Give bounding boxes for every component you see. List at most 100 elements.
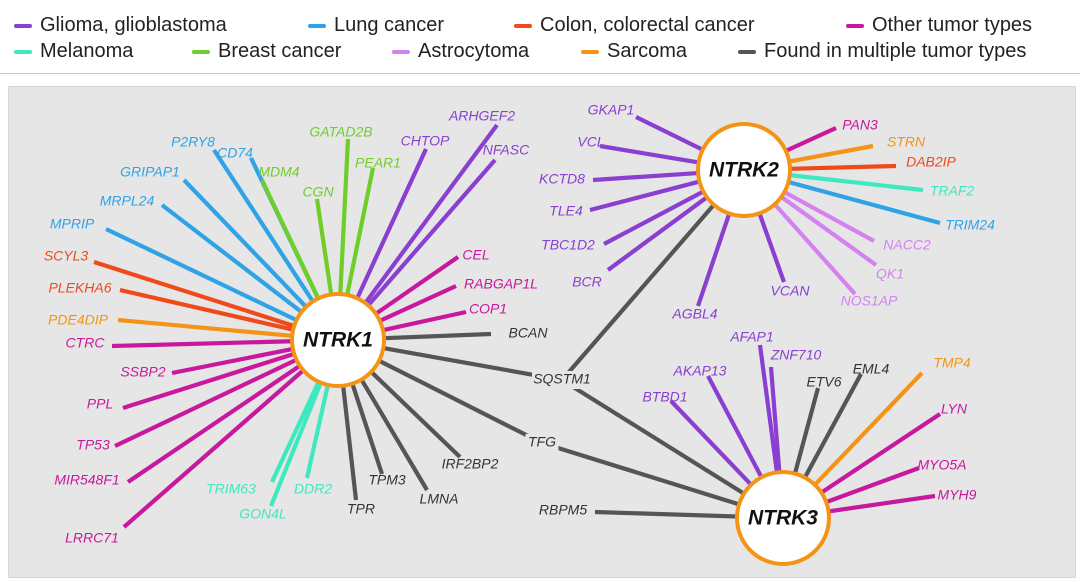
partner-label-mdm4: MDM4 (258, 164, 299, 180)
legend-label: Lung cancer (334, 14, 445, 36)
legend-swatch (392, 49, 410, 54)
edge-ntrk1-trim63 (270, 380, 321, 483)
partner-label-tmp4: TMP4 (933, 355, 971, 371)
legend-item-sarcoma: Sarcoma (581, 40, 687, 63)
legend-swatch (514, 23, 532, 28)
partner-label-pan3: PAN3 (842, 117, 878, 133)
edge-ntrk3-afap1 (757, 344, 780, 473)
edge-ntrk2-bcr (606, 195, 709, 272)
legend: Glioma, glioblastoma Lung cancer Colon, co… (0, 0, 1080, 74)
edge-ntrk2-nos1ap (773, 202, 857, 296)
legend-swatch (192, 49, 210, 54)
edge-ntrk3-myh9 (828, 493, 936, 514)
legend-label: Glioma, glioblastoma (40, 14, 227, 36)
partner-label-afap1: AFAP1 (729, 329, 773, 345)
edge-ntrk2-kctd8 (592, 170, 699, 183)
partner-label-gkap1: GKAP1 (588, 102, 635, 118)
partner-label-qk1: QK1 (876, 266, 904, 282)
hub-label-ntrk1: NTRK1 (303, 329, 373, 352)
edge-ntrk1-ppl (122, 351, 295, 411)
partner-label-lyn: LYN (941, 401, 968, 417)
partner-label-ppl: PPL (87, 396, 113, 412)
legend-label: Other tumor types (872, 14, 1033, 36)
partner-label-irf2bp2: IRF2BP2 (442, 456, 499, 472)
partner-label-scyl3: SCYL3 (44, 248, 89, 264)
partner-label-kctd8: KCTD8 (539, 171, 585, 187)
edge-ntrk1-mrpl24 (160, 203, 303, 314)
edge-ntrk1-arhgef2 (363, 123, 499, 305)
edge-ntrk1-plekha6 (119, 287, 294, 332)
hub-node-ntrk1 (290, 292, 386, 388)
partner-label-znf710: ZNF710 (770, 347, 822, 363)
edge-ntrk3-btbd1 (669, 399, 753, 487)
edge-ntrk3-akap13 (706, 375, 764, 479)
legend-swatch (738, 49, 756, 54)
edge-ntrk1-ssbp2 (171, 346, 294, 376)
edge-ntrk1-tpr (341, 385, 359, 501)
edge-ntrk3-myo5a (825, 466, 920, 505)
partner-label-p2ry8: P2RY8 (171, 134, 215, 150)
shared-partner-label-tfg: TFG (528, 434, 556, 450)
edge-ntrk1-lmna (359, 378, 429, 492)
edge-ntrk2-traf2 (789, 173, 924, 193)
legend-swatch (14, 23, 32, 28)
hub-node-ntrk3 (735, 470, 831, 566)
edge-ntrk1-rabgap1l (378, 284, 457, 323)
hub-label-ntrk2: NTRK2 (709, 159, 779, 182)
partner-label-eml4: EML4 (853, 361, 890, 377)
edge-ntrk1-nfasc (366, 158, 497, 307)
shared-label-backdrop (532, 371, 592, 389)
legend-label: Colon, colorectal cancer (540, 14, 755, 36)
partner-label-strn: STRN (887, 134, 926, 150)
partner-label-ddr2: DDR2 (294, 481, 332, 497)
partner-label-ctrc: CTRC (66, 335, 106, 351)
partner-label-btbd1: BTBD1 (642, 389, 687, 405)
legend-item-colon: Colon, colorectal cancer (514, 14, 755, 37)
legend-label: Sarcoma (607, 40, 688, 62)
partner-label-mprip: MPRIP (50, 216, 95, 232)
edge-ntrk2-agbl4 (696, 212, 732, 307)
legend-item-melanoma: Melanoma (14, 40, 133, 63)
edge-ntrk1-mdm4 (260, 179, 321, 300)
partner-label-tbc1d2: TBC1D2 (541, 237, 595, 253)
partner-label-trim24: TRIM24 (945, 217, 995, 233)
edge-ntrk1-pde4dip (117, 317, 293, 338)
edge-ntrk1-gatad2b (338, 138, 351, 295)
partner-label-cd74: CD74 (217, 145, 253, 161)
partner-label-tpr: TPR (347, 501, 375, 517)
edge-ntrk1-lrrc71 (122, 368, 305, 529)
partner-label-cop1: COP1 (469, 301, 507, 317)
partner-label-ssbp2: SSBP2 (120, 364, 165, 380)
partner-label-plekha6: PLEKHA6 (48, 280, 111, 296)
partner-label-gripap1: GRIPAP1 (120, 164, 180, 180)
edge-ntrk1-irf2bp2 (369, 370, 462, 459)
edge-ntrk2-vcl (599, 143, 699, 165)
partner-label-pear1: PEAR1 (355, 155, 401, 171)
edge-ntrk1-tfg (378, 358, 543, 445)
edge-ntrk1-ddr2 (304, 384, 330, 479)
edge-ntrk3-tmp4 (813, 371, 924, 487)
edge-ntrk3-sqstm1 (560, 378, 746, 496)
partner-label-vcan: VCAN (771, 283, 811, 299)
hub-node-ntrk2 (696, 122, 792, 218)
legend-swatch (308, 23, 326, 28)
edge-ntrk3-rbpm5 (594, 509, 738, 519)
partner-label-myh9: MYH9 (938, 487, 977, 503)
edge-ntrk2-qk1 (780, 195, 878, 267)
legend-item-astro: Astrocytoma (392, 40, 529, 63)
legend-label: Astrocytoma (418, 40, 530, 62)
partner-label-dab2ip: DAB2IP (906, 154, 956, 170)
partner-label-lmna: LMNA (420, 491, 459, 507)
edge-ntrk2-strn (788, 143, 874, 164)
edge-ntrk1-mprip (105, 227, 298, 323)
edge-ntrk2-dab2ip (789, 163, 897, 171)
edge-ntrk2-trim24 (787, 179, 941, 226)
edge-ntrk1-pear1 (345, 167, 376, 296)
edge-ntrk1-ctrc (111, 339, 293, 349)
edge-ntrk1-gripap1 (182, 178, 308, 309)
partner-label-gatad2b: GATAD2B (309, 124, 372, 140)
edge-ntrk3-lyn (820, 412, 942, 495)
partner-label-bcr: BCR (572, 274, 602, 290)
